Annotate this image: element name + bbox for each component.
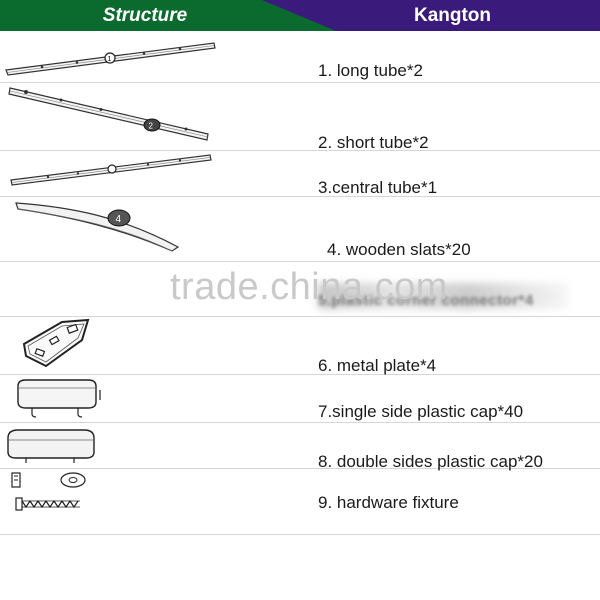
item-label-single-side-cap: 7.single side plastic cap*40 — [318, 402, 524, 421]
metal-plate-drawing — [22, 318, 90, 368]
row-divider — [0, 374, 600, 375]
item-label-metal-plate: 6. metal plate*4 — [318, 356, 437, 375]
item-label-short-tube: 2. short tube*2 — [318, 133, 429, 152]
item-label-long-tube: 1. long tube*2 — [318, 61, 423, 80]
item-label-double-side-cap: 8. double sides plastic cap*20 — [318, 452, 543, 471]
watermark: trade.china.com — [170, 266, 448, 308]
header-background — [0, 0, 600, 31]
item-label-corner-connector: 5.plastic corner connector*4 — [318, 292, 534, 309]
long-tube-drawing: 1 — [5, 42, 216, 76]
svg-text:2: 2 — [149, 122, 154, 131]
row-divider — [0, 422, 600, 423]
row-divider — [0, 468, 600, 469]
item-label-wooden-slats: 4. wooden slats*20 — [327, 240, 471, 259]
row-divider — [0, 261, 600, 262]
brand-heading: Kangton — [413, 5, 492, 26]
row-divider — [0, 534, 600, 535]
watermark-smudge — [318, 283, 568, 309]
structure-heading: Structure — [102, 5, 188, 26]
item-label-hardware-fixture: 9. hardware fixture — [318, 493, 459, 512]
single-side-cap-drawing — [17, 379, 101, 418]
short-tube-drawing: 2 — [8, 87, 209, 141]
central-tube-drawing — [10, 154, 212, 186]
hardware-fixture-drawing — [11, 472, 86, 511]
svg-text:4: 4 — [116, 214, 122, 225]
row-divider — [0, 82, 600, 83]
svg-text:1: 1 — [108, 56, 112, 63]
item-label-central-tube: 3.central tube*1 — [318, 178, 438, 197]
row-divider — [0, 196, 600, 197]
double-side-cap-drawing — [7, 429, 95, 463]
header-bar: Structure Kangton — [0, 0, 600, 31]
wooden-slat-drawing: 4 — [15, 202, 180, 252]
row-divider — [0, 316, 600, 317]
row-divider — [0, 150, 600, 151]
